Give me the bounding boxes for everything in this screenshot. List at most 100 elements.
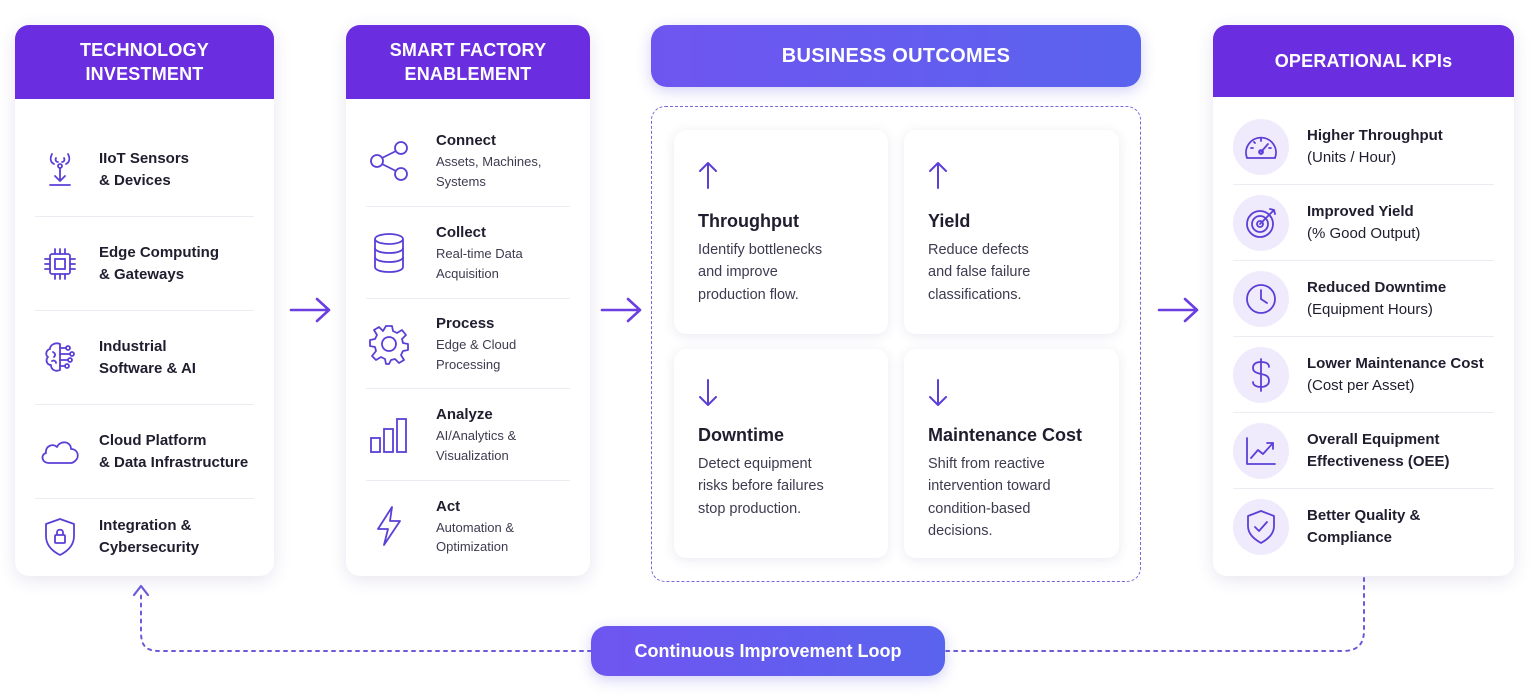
outcome-description: Identify bottlenecks and improve product… — [698, 242, 823, 303]
step-desc: Systems — [436, 173, 486, 189]
outcome-title: Throughput — [698, 211, 799, 231]
step-desc: Real-time Data — [436, 246, 523, 261]
kpi-title: Overall Equipment — [1307, 430, 1440, 448]
step-title: Connect — [436, 132, 496, 149]
clock-icon — [1233, 270, 1289, 327]
list-item: Better Quality & Compliance — [1233, 489, 1494, 565]
step-desc: AI/Analytics & — [436, 428, 517, 443]
sensor-icon — [37, 150, 83, 190]
trend-icon — [1233, 422, 1289, 479]
outcome-description: Shift from reactive intervention toward … — [928, 456, 1051, 539]
outcome-title: Yield — [928, 211, 971, 231]
list-item: Improved Yield (% Good Output) — [1233, 185, 1494, 261]
arrow-up-icon — [699, 162, 717, 189]
operational-kpis-title: OPERATIONAL KPIs — [1274, 51, 1453, 71]
dollar-icon — [1233, 346, 1289, 403]
list-item: Edge Computing & Gateways — [35, 217, 254, 311]
kpi-title: Effectiveness (OEE) — [1307, 452, 1450, 470]
cloud-icon — [37, 435, 83, 469]
outcome-description: Detect equipment risks before failures s… — [698, 456, 824, 517]
kpi-title: Compliance — [1307, 529, 1393, 546]
list-item: Higher Throughput (Units / Hour) — [1233, 109, 1494, 185]
step-desc: Processing — [436, 356, 501, 372]
list-item: Industrial Software & AI — [35, 311, 254, 405]
gauge-icon — [1233, 118, 1289, 175]
technology-investment-card: TECHNOLOGY INVESTMENT IIoT Sensors & Dev… — [15, 25, 274, 576]
list-item: Connect Assets, Machines, Systems — [366, 115, 570, 207]
business-outcomes-header: BUSINESS OUTCOMES — [651, 25, 1141, 87]
smart-factory-card: SMART FACTORY ENABLEMENT Connect Assets,… — [346, 25, 590, 576]
outcome-card-downtime: Downtime Detect equipment risks before f… — [674, 349, 888, 558]
step-title: Act — [436, 497, 461, 515]
item-title: Edge Computing — [99, 243, 219, 261]
step-desc: Visualization — [436, 447, 509, 463]
kpi-unit: (% Good Output) — [1307, 224, 1421, 242]
bar-chart-icon — [366, 416, 412, 454]
flow-arrow-right-icon — [1157, 297, 1199, 323]
loop-arrowhead-icon — [132, 584, 150, 597]
kpi-title: Better Quality & — [1307, 507, 1421, 524]
item-subtitle: & Data Infrastructure — [99, 453, 249, 471]
continuous-improvement-loop: Continuous Improvement Loop — [591, 626, 945, 676]
step-title: Collect — [436, 224, 487, 241]
smart-factory-title-line2: ENABLEMENT — [404, 64, 532, 84]
technology-investment-title-line1: TECHNOLOGY — [79, 40, 209, 60]
outcome-description: Reduce defects and false failure classif… — [928, 242, 1031, 303]
outcome-card-yield: Yield Reduce defects and false failure c… — [904, 130, 1119, 334]
list-item: Overall Equipment Effectiveness (OEE) — [1233, 413, 1494, 489]
kpi-unit: (Equipment Hours) — [1307, 300, 1433, 318]
database-icon — [366, 232, 412, 274]
arrow-down-icon — [699, 379, 717, 406]
smart-factory-title-line1: SMART FACTORY — [389, 40, 547, 60]
flow-arrow-right-icon — [289, 297, 331, 323]
step-desc: Acquisition — [436, 265, 499, 281]
step-desc: Edge & Cloud — [436, 337, 517, 352]
list-item: Collect Real-time Data Acquisition — [366, 207, 570, 299]
item-subtitle: & Gateways — [99, 265, 185, 283]
item-title: Industrial — [99, 337, 167, 355]
item-title: IIoT Sensors — [99, 149, 190, 167]
outcome-title: Downtime — [698, 425, 785, 445]
arrow-down-icon — [929, 379, 947, 406]
kpi-title: Improved Yield — [1307, 202, 1414, 220]
item-subtitle: Cybersecurity — [99, 539, 200, 556]
item-subtitle: Software & AI — [99, 359, 196, 377]
arrow-up-icon — [929, 162, 947, 189]
shield-check-icon — [1233, 499, 1289, 555]
step-desc: Optimization — [436, 539, 509, 554]
kpi-unit: (Cost per Asset) — [1307, 376, 1415, 394]
list-item: Reduced Downtime (Equipment Hours) — [1233, 261, 1494, 337]
list-item: Analyze AI/Analytics & Visualization — [366, 389, 570, 481]
kpi-title: Higher Throughput — [1307, 126, 1443, 144]
list-item: IIoT Sensors & Devices — [35, 123, 254, 217]
operational-kpis-header: OPERATIONAL KPIs — [1213, 25, 1514, 97]
loop-label: Continuous Improvement Loop — [634, 640, 902, 661]
list-item: Lower Maintenance Cost (Cost per Asset) — [1233, 337, 1494, 413]
item-subtitle: & Devices — [99, 171, 171, 189]
gear-icon — [366, 323, 412, 365]
outcome-card-throughput: Throughput Identify bottlenecks and impr… — [674, 130, 888, 334]
smart-factory-header: SMART FACTORY ENABLEMENT — [346, 25, 590, 99]
step-title: Analyze — [436, 406, 493, 423]
list-item: Process Edge & Cloud Processing — [366, 299, 570, 389]
business-outcomes-title: BUSINESS OUTCOMES — [781, 44, 1011, 67]
shield-lock-icon — [37, 516, 83, 558]
target-icon — [1233, 194, 1289, 251]
kpi-title: Reduced Downtime — [1307, 278, 1447, 296]
outcome-card-maintenance-cost: Maintenance Cost Shift from reactive int… — [904, 349, 1119, 558]
chip-icon — [37, 244, 83, 284]
step-desc: Assets, Machines, — [436, 154, 542, 169]
item-title: Integration & — [99, 517, 192, 534]
list-item: Integration & Cybersecurity — [35, 499, 254, 575]
brain-icon — [37, 338, 83, 378]
step-desc: Automation & — [436, 519, 515, 535]
share-icon — [366, 139, 412, 183]
outcome-title: Maintenance Cost — [928, 425, 1083, 445]
step-title: Process — [436, 315, 495, 332]
lightning-icon — [366, 505, 412, 547]
item-title: Cloud Platform — [99, 431, 207, 449]
kpi-unit: (Units / Hour) — [1307, 148, 1397, 166]
flow-arrow-right-icon — [600, 297, 642, 323]
business-outcomes-frame — [651, 106, 1141, 582]
